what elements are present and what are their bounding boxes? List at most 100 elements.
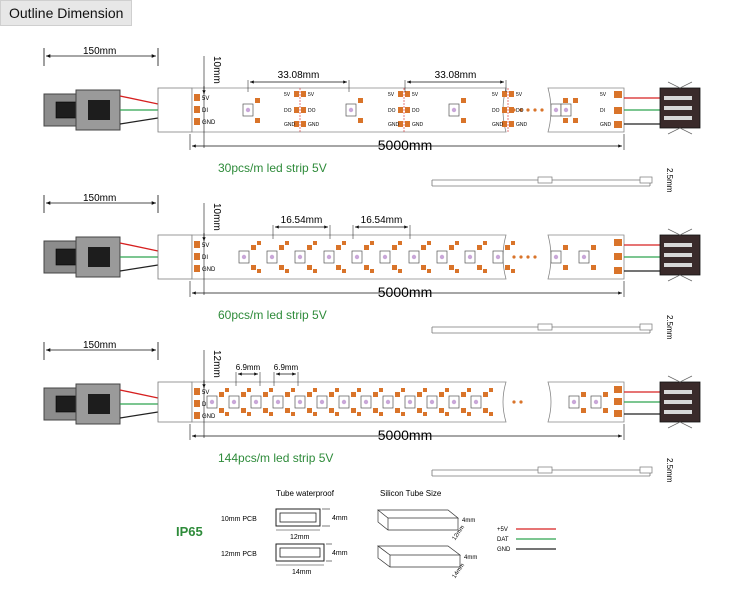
input-pad-label: 5V bbox=[202, 390, 209, 396]
tube-12mm-width: 14mm bbox=[292, 569, 312, 576]
cut-pad-label: DO bbox=[412, 108, 420, 114]
silicon-12mm-depth: 14mm bbox=[452, 563, 466, 580]
input-pad-label: GND bbox=[202, 120, 216, 126]
led-chip bbox=[206, 392, 224, 413]
tube-waterproof-label: Tube waterproof bbox=[276, 489, 335, 498]
led-chip bbox=[578, 245, 596, 270]
strip-thickness-label: 2.5mm bbox=[665, 315, 674, 340]
pitch-label: 33.08mm bbox=[278, 70, 320, 81]
wire-legend-dat: DAT bbox=[497, 537, 509, 543]
page-title: Outline Dimension bbox=[0, 0, 133, 26]
tube-12mm-height: 4mm bbox=[332, 550, 348, 557]
led-chip bbox=[470, 392, 488, 413]
input-pad bbox=[194, 400, 200, 407]
tube-12mm-outer bbox=[275, 543, 325, 562]
cut-pad-label: 5V bbox=[388, 92, 395, 98]
cut-pad-label: GND bbox=[388, 122, 400, 128]
wire-legend: +5V DAT GND bbox=[497, 527, 556, 553]
led-chip bbox=[448, 392, 466, 413]
cut-pad-label: GND bbox=[492, 122, 504, 128]
end-pad-label: GND bbox=[600, 122, 612, 128]
silicon-10mm-height: 4mm bbox=[462, 518, 475, 524]
input-pad-label: DI bbox=[202, 108, 208, 114]
cut-pad-label: DO bbox=[308, 108, 316, 114]
input-pad bbox=[194, 241, 200, 248]
cut-pad-label: 5V bbox=[516, 92, 523, 98]
wire-length-label: 150mm bbox=[83, 193, 116, 204]
input-pad-label: DI bbox=[202, 402, 208, 408]
led-chip bbox=[250, 392, 268, 413]
cut-pad-label: 5V bbox=[308, 92, 315, 98]
led-chip bbox=[550, 245, 568, 270]
strip-length-label: 5000mm bbox=[378, 284, 432, 300]
strip-length-label: 5000mm bbox=[378, 427, 432, 443]
strip-width-label: 12mm bbox=[211, 350, 222, 378]
pitch-label: 6.9mm bbox=[236, 363, 261, 372]
strip-section-1: 150mm 5V DI GND 5V 5V DO DO GND GND 5V 5V DO DO GND GND… bbox=[43, 46, 701, 193]
input-pad bbox=[194, 106, 200, 113]
wire-legend-gnd: GND bbox=[497, 547, 511, 553]
wire-legend-5v: +5V bbox=[497, 527, 508, 533]
wire-length-label: 150mm bbox=[83, 46, 116, 57]
led-chip bbox=[360, 392, 378, 413]
cut-pad-label: DO bbox=[516, 108, 524, 114]
input-pad-label: GND bbox=[202, 414, 216, 420]
led-chip bbox=[448, 98, 466, 123]
strip-body-end bbox=[547, 381, 625, 423]
tube-10mm-outer bbox=[275, 508, 321, 527]
cut-pad-label: GND bbox=[308, 122, 320, 128]
input-pad-label: 5V bbox=[202, 96, 209, 102]
end-pad-label: DI bbox=[600, 108, 605, 114]
strip-width-label: 10mm bbox=[211, 203, 222, 231]
input-pad-label: 5V bbox=[202, 243, 209, 249]
cut-pad-label: GND bbox=[284, 122, 296, 128]
strip-thickness-label: 2.5mm bbox=[665, 168, 674, 193]
led-chip bbox=[228, 392, 246, 413]
input-pad bbox=[194, 412, 200, 419]
strip-name-label: 30pcs/m led strip 5V bbox=[218, 161, 327, 175]
cut-pad-label: 5V bbox=[412, 92, 419, 98]
silicon-tube-size-label: Silicon Tube Size bbox=[380, 489, 442, 498]
ip-rating-label: IP65 bbox=[176, 524, 203, 539]
input-pad-label: DI bbox=[202, 255, 208, 261]
tube-12mm-inner bbox=[279, 547, 321, 558]
led-chip bbox=[351, 245, 369, 270]
legend-row-10mm-label: 10mm PCB bbox=[221, 516, 257, 523]
cut-pad-label: DO bbox=[284, 108, 292, 114]
end-pad-label: 5V bbox=[600, 92, 607, 98]
cut-pad-label: GND bbox=[412, 122, 424, 128]
cut-pad-label: DO bbox=[492, 108, 500, 114]
tube-10mm-width: 12mm bbox=[290, 534, 310, 541]
strip-thickness-label: 2.5mm bbox=[665, 458, 674, 483]
tube-10mm-inner bbox=[279, 512, 317, 523]
input-pad bbox=[194, 94, 200, 101]
led-chip bbox=[345, 98, 363, 123]
strip-name-label: 60pcs/m led strip 5V bbox=[218, 308, 327, 322]
strip-name-label: 144pcs/m led strip 5V bbox=[218, 451, 333, 465]
led-chip bbox=[316, 392, 334, 413]
input-pad-label: GND bbox=[202, 267, 216, 273]
cut-pad-label: 5V bbox=[284, 92, 291, 98]
input-pad bbox=[194, 265, 200, 272]
input-pad bbox=[194, 118, 200, 125]
led-chip bbox=[294, 245, 312, 270]
strip-section-2: 150mm 5V DI GND 16.54mm 16.54mm 10mm 5000mm 60pc… bbox=[43, 193, 701, 340]
led-chip bbox=[379, 245, 397, 270]
led-chip bbox=[426, 392, 444, 413]
led-chip bbox=[560, 98, 578, 123]
pitch-label: 16.54mm bbox=[361, 215, 403, 226]
led-chip bbox=[323, 245, 341, 270]
silicon-12mm-height: 4mm bbox=[464, 555, 477, 561]
led-chip bbox=[436, 245, 454, 270]
pitch-label: 6.9mm bbox=[274, 363, 299, 372]
pitch-label: 16.54mm bbox=[281, 215, 323, 226]
input-pad bbox=[194, 253, 200, 260]
cut-pad-label: DO bbox=[388, 108, 396, 114]
led-chip bbox=[408, 245, 426, 270]
led-chip bbox=[590, 392, 608, 413]
cut-pad-label: 5V bbox=[492, 92, 499, 98]
led-chip bbox=[266, 245, 284, 270]
cut-pad-label: GND bbox=[516, 122, 528, 128]
